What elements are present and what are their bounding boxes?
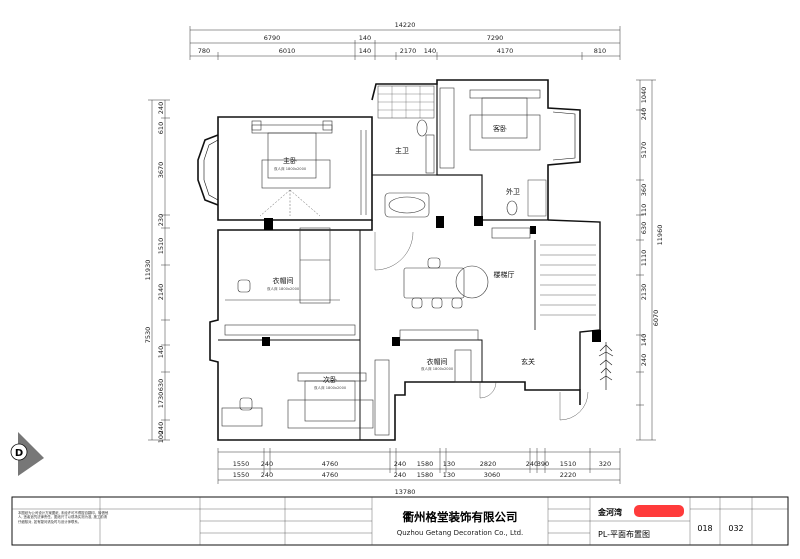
dim-left: 3670 bbox=[157, 162, 165, 179]
dim-top-detail: 4170 bbox=[497, 47, 514, 55]
dim-bottom-row1: 1510 bbox=[560, 460, 577, 468]
dim-right-total: 11960 bbox=[656, 225, 664, 246]
dim-bottom-row1: 1580 bbox=[417, 460, 434, 468]
dim-left: 7530 bbox=[144, 327, 152, 344]
fixtures bbox=[221, 85, 596, 436]
dim-right: 240 bbox=[640, 108, 648, 120]
dim-bottom-row2: 1580 bbox=[417, 471, 434, 479]
dim-top-detail: 6010 bbox=[279, 47, 296, 55]
dim-right: 630 bbox=[640, 222, 648, 234]
dim-top-detail: 140 bbox=[424, 47, 436, 55]
dim-bottom-row2: 2220 bbox=[560, 471, 577, 479]
dim-bottom-row1: 240 bbox=[394, 460, 406, 468]
dim-left: 630 bbox=[157, 379, 165, 391]
dim-top-row: 6790 bbox=[264, 34, 281, 42]
dimension-lines bbox=[148, 26, 656, 484]
view-marker-label: D bbox=[15, 448, 23, 459]
company-name-cn: 衢州格堂装饰有限公司 bbox=[403, 510, 518, 524]
room-label: 衣帽间 bbox=[273, 276, 294, 285]
drawing-title: PL-平面布置图 bbox=[598, 529, 650, 539]
structural-columns bbox=[262, 216, 601, 346]
dim-right: 1040 bbox=[640, 87, 648, 104]
dim-top-row: 7290 bbox=[487, 34, 504, 42]
room-label: 外卫 bbox=[506, 187, 520, 196]
dim-bottom-row2: 3060 bbox=[484, 471, 501, 479]
dim-top-detail: 2170 bbox=[400, 47, 417, 55]
dim-bottom-row1: 130 bbox=[443, 460, 455, 468]
dim-bottom-row2: 240 bbox=[394, 471, 406, 479]
dimension-texts-bottom: 1550 240 4760 240 1580 130 2820 240 390 … bbox=[233, 460, 611, 496]
dim-left: 610 bbox=[157, 122, 165, 134]
room-sub: 双人床 1800x2000 bbox=[267, 286, 300, 291]
dim-right: 2130 bbox=[640, 284, 648, 301]
page-number: 032 bbox=[728, 524, 743, 533]
title-block: 本图纸为公司设计方案图纸, 未经许可不得擅自翻印、转借他人, 违者追究法律责任。… bbox=[11, 496, 789, 546]
dim-bottom-row1: 1550 bbox=[233, 460, 250, 468]
dim-top-row: 140 bbox=[359, 34, 371, 42]
dim-bottom-row1: 2820 bbox=[480, 460, 497, 468]
dim-left: 1730 bbox=[157, 392, 165, 409]
dimension-texts-top: 14220 6790 140 7290 780 6010 140 2170 14… bbox=[198, 21, 606, 55]
room-label: 主卫 bbox=[395, 146, 409, 155]
room-labels: 主卧 双人床 1800x2000 客卧 主卫 外卫 衣帽间 双人床 1800x2… bbox=[267, 124, 535, 390]
dim-top-detail: 140 bbox=[359, 47, 371, 55]
dim-right: 6070 bbox=[652, 310, 660, 327]
dim-bottom-row1: 240 bbox=[526, 460, 538, 468]
dimension-texts-right: 11960 1040 240 5170 360 110 630 2130 607… bbox=[640, 87, 664, 366]
dim-right: 360 bbox=[640, 184, 648, 196]
room-label: 主卧 bbox=[283, 156, 297, 165]
room-sub: 双人床 1800x2000 bbox=[314, 385, 347, 390]
plant-icon bbox=[598, 342, 614, 390]
dim-bottom-row2: 240 bbox=[261, 471, 273, 479]
dim-bottom-row2: 130 bbox=[443, 471, 455, 479]
room-label: 楼梯厅 bbox=[494, 270, 515, 279]
dim-left: 2140 bbox=[157, 284, 165, 301]
room-label: 衣帽间 bbox=[427, 357, 448, 366]
sheet-number: 018 bbox=[697, 524, 712, 533]
dim-right: 5170 bbox=[640, 142, 648, 159]
dim-left: 230 bbox=[157, 214, 165, 226]
company-name-en: Quzhou Getang Decoration Co., Ltd. bbox=[397, 529, 524, 537]
dim-left: 140 bbox=[157, 346, 165, 358]
project-name: 金河湾 bbox=[597, 507, 622, 517]
walls bbox=[197, 79, 601, 441]
dim-bottom-row2: 4760 bbox=[322, 471, 339, 479]
dim-top-total: 14220 bbox=[395, 21, 416, 29]
dim-bottom-row2: 1550 bbox=[233, 471, 250, 479]
dimension-texts-left: 11930 240 610 3670 230 1510 2140 7530 14… bbox=[144, 102, 165, 443]
dim-top-detail: 810 bbox=[594, 47, 606, 55]
dim-bottom-row1: 240 bbox=[261, 460, 273, 468]
room-sub: 双人床 1800x2000 bbox=[274, 166, 307, 171]
dim-right: 240 bbox=[640, 354, 648, 366]
dim-left: 240 bbox=[157, 422, 165, 434]
dim-bottom-row1: 320 bbox=[599, 460, 611, 468]
notes-text: 本图纸为公司设计方案图纸, 未经许可不得擅自翻印、转借他人, 违者追究法律责任。… bbox=[18, 511, 109, 524]
view-marker: D bbox=[10, 432, 44, 476]
dim-bottom-total: 13780 bbox=[395, 488, 416, 496]
dim-left-total: 11930 bbox=[144, 260, 152, 281]
dim-right: 110 bbox=[640, 204, 648, 216]
dim-right: 140 bbox=[640, 334, 648, 346]
room-sub: 双人床 1800x2000 bbox=[421, 366, 454, 371]
dim-right: 1110 bbox=[640, 250, 648, 267]
dim-left: 240 bbox=[157, 102, 165, 114]
dim-left: 1510 bbox=[157, 238, 165, 255]
dim-left: 100 bbox=[157, 431, 165, 443]
room-label: 客卧 bbox=[493, 124, 507, 133]
room-label: 玄关 bbox=[521, 357, 535, 366]
dim-bottom-row1: 390 bbox=[537, 460, 549, 468]
notes-container: 本图纸为公司设计方案图纸, 未经许可不得擅自翻印、转借他人, 违者追究法律责任。… bbox=[18, 511, 109, 524]
dim-top-detail: 780 bbox=[198, 47, 210, 55]
room-label: 次卧 bbox=[323, 375, 337, 384]
dim-bottom-row1: 4760 bbox=[322, 460, 339, 468]
redaction-mark bbox=[634, 505, 684, 517]
